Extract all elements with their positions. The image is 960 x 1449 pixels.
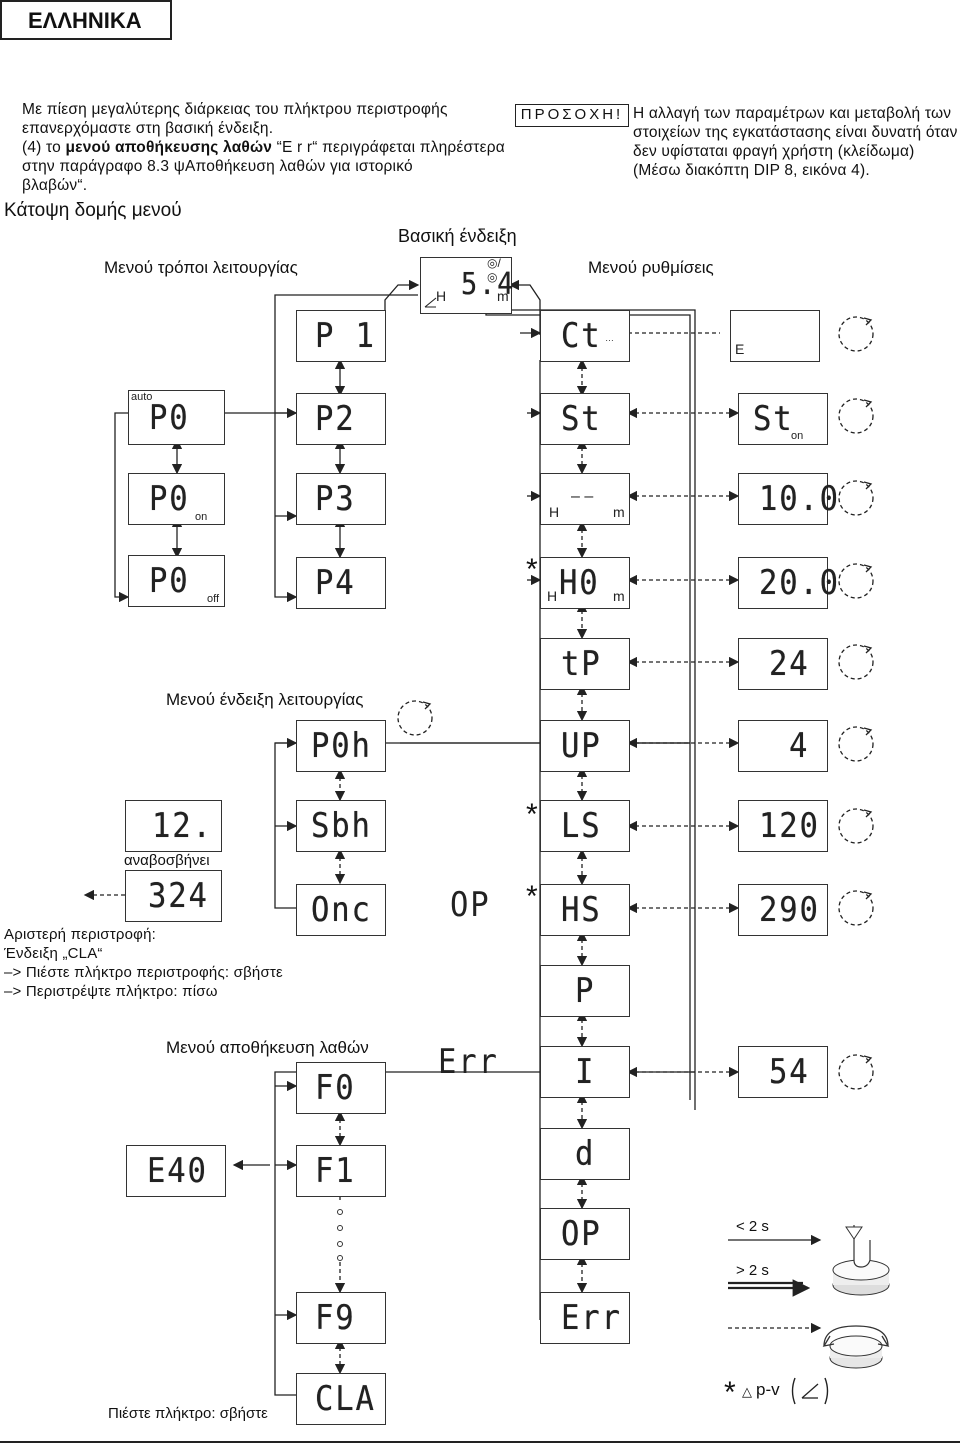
legend-short-press: < 2 s [736, 1218, 769, 1235]
lcd-err: Err [540, 1292, 630, 1344]
menu-operation-display-label: Μενού ένδειξη λειτουργίας [166, 690, 364, 709]
lcd-p2: P2 [296, 393, 386, 445]
press-button-icon [832, 1225, 890, 1296]
rotate-icon [838, 398, 874, 434]
flashing-label: αναβοσβήνει [124, 852, 210, 869]
lcd-p3: P3 [296, 473, 386, 525]
intro-paragraph: Με πίεση μεγαλύτερης διάρκειας του πλήκτ… [22, 100, 505, 195]
lcd-cla: CLA [296, 1373, 386, 1425]
lcd-up: UP [540, 720, 630, 772]
lcd-d: d [540, 1128, 630, 1180]
lcd-h0: H H0 m [540, 557, 630, 609]
legend-star: * [724, 1376, 736, 1409]
lcd-ls-value: 120 [738, 800, 828, 852]
lcd-h: H – – m [540, 473, 630, 525]
language-tab: ΕΛΛΗΝΙΚΑ [0, 0, 172, 40]
rotate-icon [838, 563, 874, 599]
lcd-f9: F9 [296, 1292, 386, 1344]
rotate-icon [838, 726, 874, 762]
lcd-f1: F1 [296, 1145, 386, 1197]
lcd-tp-value: 24 [738, 638, 828, 690]
lcd-12: 12. [125, 800, 222, 852]
lcd-hs-value: 290 [738, 884, 828, 936]
lcd-ct-value: E [730, 310, 820, 362]
free-op-label: OP [450, 885, 491, 925]
pv-corner-icon [424, 297, 437, 308]
lcd-up-value: 4 [738, 720, 828, 772]
lcd-i-value: 54 [738, 1046, 828, 1098]
left-rotation-notes: Αριστερή περιστροφή: Ένδειξη „CLA“ –> Πι… [4, 926, 283, 1000]
lcd-onc: Onc [296, 884, 386, 936]
diagram-title: Κάτοψη δομής μενού [4, 200, 182, 221]
lcd-p4: P4 [296, 557, 386, 609]
lcd-sbh: Sbh [296, 800, 386, 852]
rotate-icon [838, 644, 874, 680]
basic-display-label: Βασική ένδειξη [398, 226, 517, 246]
legend-long-press: > 2 s [736, 1262, 769, 1279]
rotate-knob-icon [822, 1325, 890, 1369]
star-hs: * [526, 880, 538, 913]
warning-text: Η αλλαγή των παραμέτρων και μεταβολή των… [633, 105, 958, 179]
pv-curve-icon [791, 1377, 829, 1405]
lcd-h-value: 10.0 [738, 473, 838, 525]
menu-error-storage-label: Μενού αποθήκευση λαθών [166, 1038, 369, 1057]
intro-line-4: στην παράγραφο 8.3 ψΑποθήκευση λαθών για… [22, 158, 413, 175]
lcd-f0: F0 [296, 1062, 386, 1114]
rotate-icon [397, 700, 433, 736]
free-err-label: Err [438, 1042, 499, 1082]
lcd-op: OP [540, 1208, 630, 1260]
rotate-icon [838, 808, 874, 844]
intro-line-5: βλαβών“. [22, 177, 88, 194]
lcd-ct: Ct… [540, 310, 630, 362]
footer-rule [0, 1441, 960, 1443]
menu-modes-label: Μενού τρόποι λειτουργίας [104, 258, 298, 277]
lcd-p0h: P0h [296, 720, 386, 772]
menu-settings-label: Μενού ρυθμίσεις [588, 258, 714, 277]
intro-line-2: επανερχόμαστε στη βασική ένδειξη. [22, 120, 274, 137]
lcd-324: 324 [125, 870, 222, 922]
legend-pv: p-v [756, 1380, 780, 1399]
rotate-icon [838, 316, 874, 352]
lcd-p0-on: P0 on [128, 473, 225, 525]
warning-title: ΠΡΟΣΟΧΗ! [515, 104, 629, 127]
star-h0: * [526, 553, 538, 586]
star-ls: * [526, 798, 538, 831]
rotate-icon [838, 890, 874, 926]
lcd-p0-off: P0 off [128, 555, 225, 607]
lcd-ls: LS [540, 800, 630, 852]
rotate-icon [838, 480, 874, 516]
lcd-p1: P 1 [296, 310, 386, 362]
intro-line-1: Με πίεση μεγαλύτερης διάρκειας του πλήκτ… [22, 101, 448, 118]
delta-icon: △ [742, 1384, 752, 1399]
rotate-icon [838, 1054, 874, 1090]
press-clear-label: Πιέστε πλήκτρο: σβήστε [108, 1405, 268, 1422]
lcd-st: St [540, 393, 630, 445]
lcd-hs: HS [540, 884, 630, 936]
lcd-tp: tP [540, 638, 630, 690]
lcd-p: P [540, 965, 630, 1017]
basic-display-lcd: H 5.4 m ◎/◎ [420, 256, 513, 314]
intro-line-3: (4) το μενού αποθήκευσης λαθών “E r r“ π… [22, 139, 505, 156]
lcd-h0-value: 20.0 [738, 557, 838, 609]
lcd-i: I [540, 1046, 630, 1098]
lcd-e40: E40 [126, 1145, 226, 1197]
lcd-p0-auto: auto P0 [128, 390, 225, 445]
